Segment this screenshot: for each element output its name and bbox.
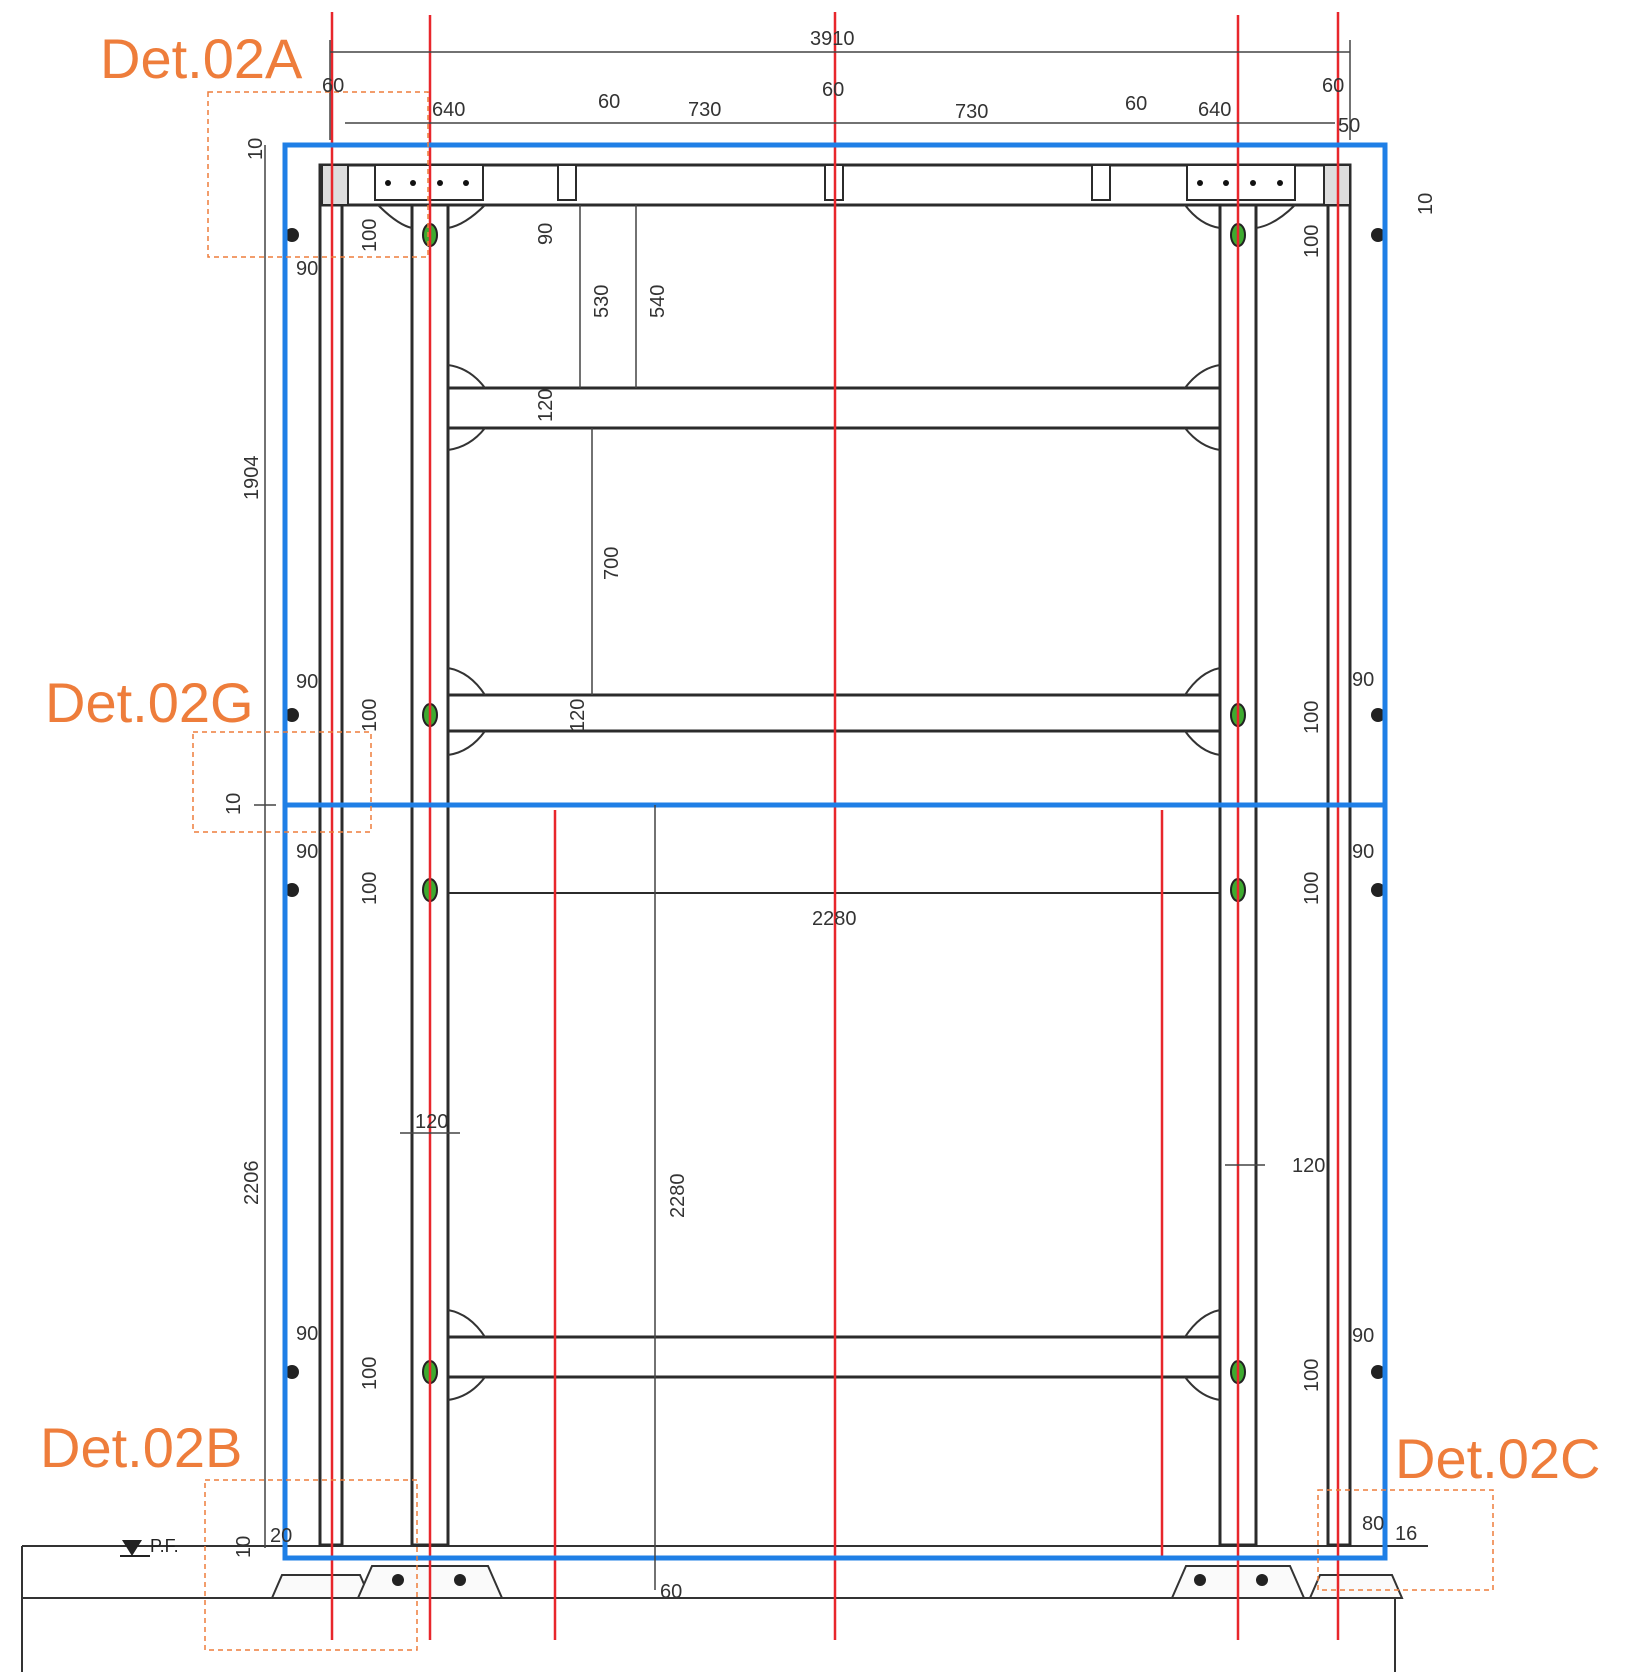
module-outline	[282, 142, 1388, 1561]
dim-530: 530	[591, 285, 613, 318]
dim-top-730a: 730	[688, 99, 721, 121]
dim-540: 540	[647, 285, 669, 318]
dim-span-2280: 2280	[812, 908, 857, 930]
det-02g-label: Det.02G	[45, 671, 254, 734]
dim-post-120-right: 120	[1292, 1155, 1325, 1177]
base-plates	[270, 1565, 1404, 1599]
dim-bottom-16: 16	[1395, 1523, 1417, 1545]
dim-left-100-a: 100	[359, 219, 381, 252]
plate-bolts	[385, 180, 1283, 186]
dim-left-100-c: 100	[359, 872, 381, 905]
dim-left-90-b: 90	[296, 671, 318, 693]
dim-overall-width: 3910	[810, 28, 855, 50]
dim-top-640-left: 640	[432, 99, 465, 121]
dim-top-50-right: 50	[1338, 115, 1360, 137]
dim-top-60-center: 60	[822, 79, 844, 101]
dim-left-90-c: 90	[296, 841, 318, 863]
dim-top-60-left: 60	[322, 75, 344, 97]
side-anchors	[285, 228, 1385, 1379]
dim-right-90-b: 90	[1352, 669, 1374, 691]
dimension-texts: 3910 60 640 60 730 60 730 60 640 60 50 1…	[223, 28, 1437, 1603]
dim-left-100-d: 100	[359, 1357, 381, 1390]
dim-90-top: 90	[535, 223, 557, 245]
callout-box-02b	[204, 1479, 418, 1651]
det-02c-label: Det.02C	[1395, 1427, 1600, 1490]
dim-left-90-d: 90	[296, 1323, 318, 1345]
dim-top-640-right: 640	[1198, 99, 1231, 121]
ground	[21, 1545, 1428, 1672]
dimension-lines	[254, 40, 1351, 1590]
callout-box-02a	[207, 91, 429, 258]
dim-top-60-leftb: 60	[598, 91, 620, 113]
detail-callouts	[192, 91, 1494, 1651]
dim-right-90-c: 90	[1352, 841, 1374, 863]
dim-left-bottom-20: 20	[270, 1525, 292, 1547]
level-marker: P.F.	[120, 1536, 179, 1557]
dim-top-60-rightb: 60	[1125, 93, 1147, 115]
det-02a-label: Det.02A	[100, 27, 303, 90]
det-02b-label: Det.02B	[40, 1416, 242, 1479]
dim-beam-120a: 120	[535, 389, 557, 422]
dim-700: 700	[601, 547, 623, 580]
dim-left-2206: 2206	[241, 1161, 263, 1206]
dim-right-top-10: 10	[1415, 193, 1437, 215]
dim-left-1904: 1904	[241, 456, 263, 501]
dim-bottom-80: 80	[1362, 1513, 1384, 1535]
dim-left-joint-10: 10	[223, 793, 245, 815]
dim-beam-120b: 120	[567, 699, 589, 732]
dim-right-100-b: 100	[1301, 701, 1323, 734]
level-label: P.F.	[150, 1536, 179, 1556]
dim-right-100-a: 100	[1301, 225, 1323, 258]
haunches	[377, 204, 1296, 1401]
dim-left-top-10: 10	[245, 138, 267, 160]
dim-bottom-60: 60	[660, 1581, 682, 1603]
dim-right-100-d: 100	[1301, 1359, 1323, 1392]
dim-left-100-b: 100	[359, 699, 381, 732]
dim-right-100-c: 100	[1301, 872, 1323, 905]
callout-box-02c	[1317, 1489, 1494, 1591]
anchor-bolts	[392, 1574, 1268, 1586]
dim-height-2280: 2280	[667, 1174, 689, 1219]
dim-post-120-left: 120	[415, 1111, 448, 1133]
dim-right-90-d: 90	[1352, 1325, 1374, 1347]
dim-top-60-right: 60	[1322, 75, 1344, 97]
dim-left-90-a: 90	[296, 258, 318, 280]
dim-left-bottom-10: 10	[233, 1536, 255, 1558]
callout-box-02g	[192, 731, 372, 833]
dim-top-730b: 730	[955, 101, 988, 123]
axis-lines	[330, 12, 1340, 1640]
